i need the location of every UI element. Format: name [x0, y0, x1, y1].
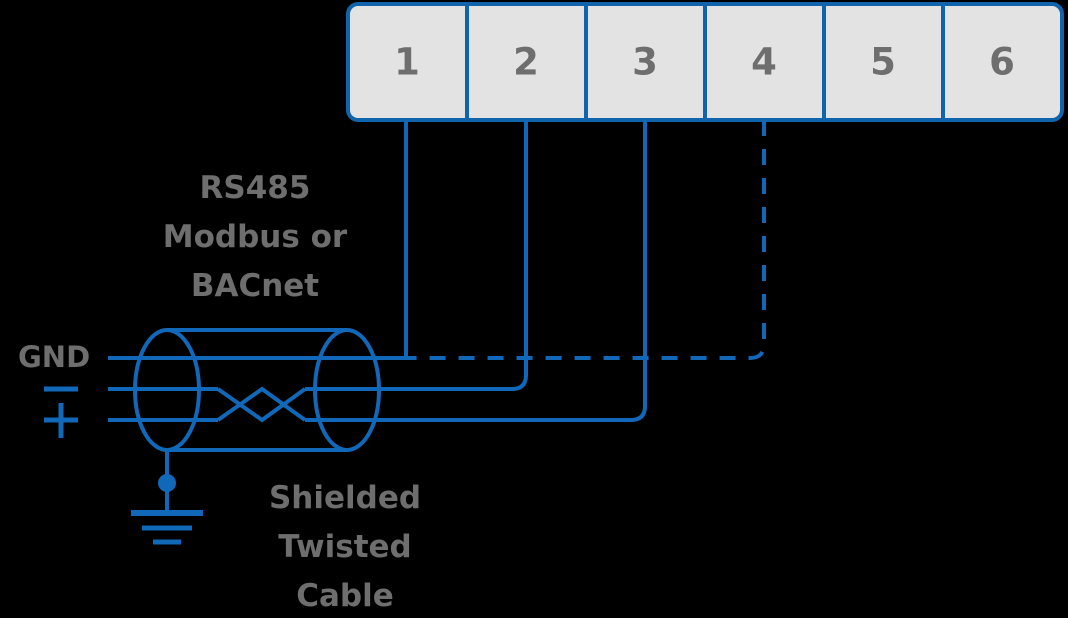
- shielded-twisted-cable: [108, 328, 406, 452]
- cable-label-line3: Cable: [296, 578, 394, 614]
- twist-strand-b: [216, 386, 307, 422]
- earth-ground-symbol: [131, 450, 203, 545]
- protocol-label-line2: Modbus or: [163, 219, 348, 255]
- cable-label-line1: Shielded: [269, 480, 421, 516]
- ground-label: GND: [18, 340, 90, 374]
- terminal-label-5[interactable]: 5: [870, 41, 896, 84]
- wire-terminal-2-minus: [347, 120, 528, 391]
- wire-terminal-4-shield: [406, 120, 766, 360]
- wire-terminal-3-plus: [347, 120, 647, 422]
- terminal-label-4[interactable]: 4: [751, 41, 777, 84]
- terminal-block[interactable]: 1 2 3 4 5 6: [346, 2, 1064, 122]
- ground-junction-dot: [158, 474, 176, 492]
- terminal-label-1[interactable]: 1: [394, 41, 420, 84]
- twist-strand-a: [216, 387, 307, 423]
- terminal-label-2[interactable]: 2: [513, 41, 539, 84]
- diagram-labels: GND RS485 Modbus or BACnet Shielded Twis…: [18, 170, 421, 614]
- cable-label-line2: Twisted: [278, 529, 412, 565]
- terminal-label-6[interactable]: 6: [989, 41, 1015, 84]
- terminal-wires: [347, 120, 766, 422]
- polarity-symbols: [44, 386, 78, 438]
- protocol-label-line3: BACnet: [191, 268, 319, 304]
- protocol-label-line1: RS485: [200, 170, 311, 206]
- terminal-label-3[interactable]: 3: [632, 41, 658, 84]
